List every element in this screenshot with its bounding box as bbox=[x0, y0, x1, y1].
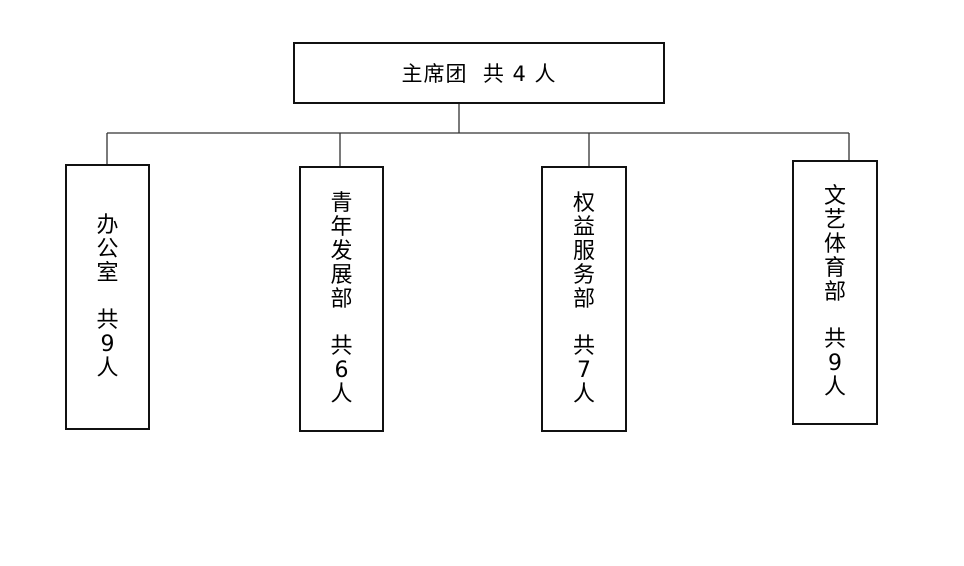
dept-node-office: 办公室 共9人 bbox=[65, 164, 150, 430]
root-node-presidium: 主席团 共 4 人 bbox=[293, 42, 665, 104]
dept-name-label: 权益服务部 bbox=[572, 190, 595, 312]
dept-count-label: 共9人 bbox=[823, 327, 846, 400]
dept-node-rights-service: 权益服务部 共7人 bbox=[541, 166, 627, 432]
dept-name-label: 文艺体育部 bbox=[823, 184, 846, 305]
dept-name-label: 办公室 bbox=[96, 212, 119, 286]
dept-count-label: 共7人 bbox=[572, 333, 595, 407]
dept-count-label: 共6人 bbox=[330, 333, 353, 407]
dept-count-label: 共9人 bbox=[96, 307, 119, 381]
dept-name-label: 青年发展部 bbox=[330, 190, 353, 312]
dept-node-youth-development: 青年发展部 共6人 bbox=[299, 166, 384, 432]
dept-node-culture-sports: 文艺体育部 共9人 bbox=[792, 160, 878, 425]
root-node-label: 主席团 共 4 人 bbox=[401, 62, 557, 86]
